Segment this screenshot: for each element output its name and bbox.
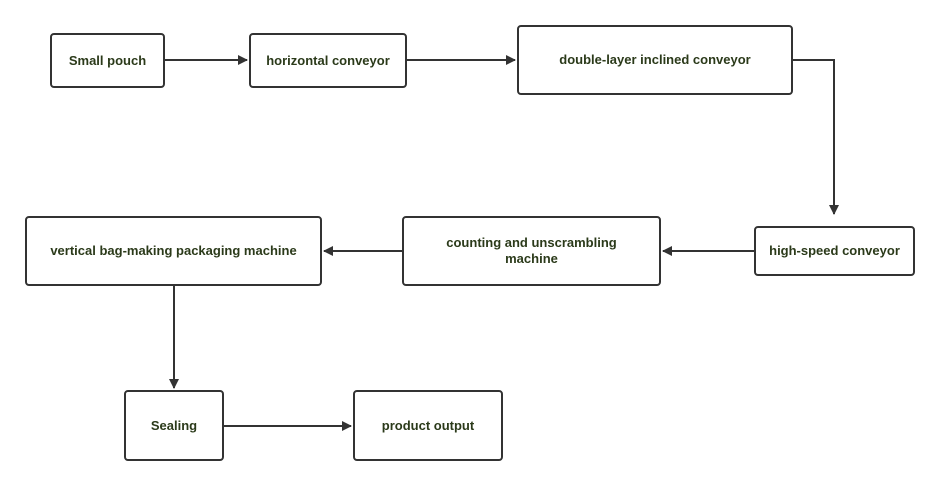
node-label: double-layer inclined conveyor [559,52,751,67]
node-horizontal-conveyor[interactable]: horizontal conveyor [249,33,407,88]
node-counting-unscrambling-machine[interactable]: counting and unscrambling machine [402,216,661,286]
node-label: Small pouch [68,52,147,68]
node-label: high-speed conveyor [769,243,900,258]
node-label: Sealing [150,417,198,433]
node-vertical-bag-making-machine[interactable]: vertical bag-making packaging machine [25,216,322,286]
node-label: horizontal conveyor [266,52,390,68]
arrow-double-layer-to-high-speed [793,59,839,215]
node-double-layer-inclined-conveyor[interactable]: double-layer inclined conveyor [517,25,793,95]
node-label: vertical bag-making packaging machine [50,243,297,258]
node-label: product output [381,417,475,433]
node-sealing[interactable]: Sealing [124,390,224,461]
node-high-speed-conveyor[interactable]: high-speed conveyor [754,226,915,276]
node-product-output[interactable]: product output [353,390,503,461]
node-small-pouch[interactable]: Small pouch [50,33,165,88]
node-label: counting and unscrambling machine [446,235,617,266]
